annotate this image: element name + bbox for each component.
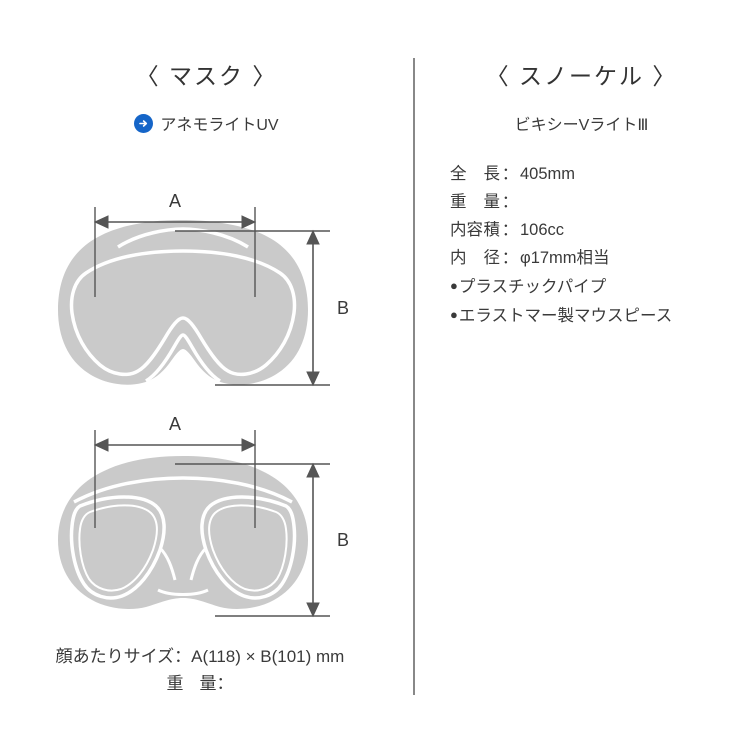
dimension-b-label-dual: B xyxy=(337,530,349,550)
spec-label-diameter-char-2: 径 xyxy=(483,249,501,267)
spec-label-length-char-1: 全 xyxy=(450,165,467,183)
spec-colon-diameter: ： xyxy=(501,249,519,267)
dimension-a-single xyxy=(93,207,257,297)
spec-row-diameter: 内 径 ： φ17mm相当 xyxy=(450,244,740,272)
face-size-label: 顔あたりサイズ xyxy=(55,647,175,666)
snorkel-model-name: ビキシーVライトⅢ xyxy=(514,117,649,134)
snorkel-spec-list: 全 長 ： 405mm 重 量 ： 内容 積 ： 106cc 内 xyxy=(450,160,740,330)
mask-silhouette-single xyxy=(58,220,308,385)
face-size-colon: ： xyxy=(174,647,192,666)
spec-label-weight-char-2: 量 xyxy=(483,193,501,211)
spec-label-volume-char-2: 積 xyxy=(483,221,501,239)
dimension-a-dual xyxy=(93,430,257,528)
spec-label-volume-char-1: 内容 xyxy=(450,221,483,239)
mask-weight-line: 重 量 ： xyxy=(0,670,400,697)
mask-weight-colon: ： xyxy=(216,674,234,693)
spec-label-weight-char-1: 重 xyxy=(450,193,467,211)
spec-value-length: 405mm xyxy=(520,165,576,183)
mask-section-title: 〈 マスク 〉 xyxy=(135,63,278,89)
mask-silhouette-dual xyxy=(58,456,308,609)
spec-row-length: 全 長 ： 405mm xyxy=(450,160,740,188)
arrow-right-circle-icon xyxy=(134,113,154,133)
dual-lens-mask-diagram: A B xyxy=(0,408,413,638)
spec-value-diameter: φ17mm相当 xyxy=(520,249,610,267)
dimension-b-dual xyxy=(175,462,330,618)
snorkel-section-title: 〈 スノーケル 〉 xyxy=(485,63,678,89)
spec-colon-volume: ： xyxy=(501,221,519,239)
feature-row-pipe: ●プラスチックパイプ xyxy=(450,272,740,301)
spec-colon-weight: ： xyxy=(501,193,519,211)
mask-model-row: アネモライトUV xyxy=(0,111,413,135)
face-size-value: A(118) × B(101) mm xyxy=(191,647,345,666)
dimension-a-label-single: A xyxy=(169,191,181,211)
face-size-line: 顔あたりサイズ：A(118) × B(101) mm xyxy=(0,643,400,670)
dimension-b-single xyxy=(175,229,330,387)
spec-label-diameter-char-1: 内 xyxy=(450,249,467,267)
spec-label-diameter: 内 径 xyxy=(450,244,500,272)
feature-text-mouthpiece: エラストマー製マウスピース xyxy=(458,307,673,325)
spec-label-volume: 内容 積 xyxy=(450,216,500,244)
single-lens-mask-diagram: A B xyxy=(0,185,413,405)
dimension-a-label-dual: A xyxy=(169,414,181,434)
spec-label-weight: 重 量 xyxy=(450,188,500,216)
spec-row-volume: 内容 積 ： 106cc xyxy=(450,216,740,244)
column-divider xyxy=(413,58,415,695)
spec-label-length-char-2: 長 xyxy=(483,165,501,183)
mask-caption: 顔あたりサイズ：A(118) × B(101) mm 重 量 ： xyxy=(0,643,400,697)
bullet-icon-pipe: ● xyxy=(450,278,458,293)
feature-row-mouthpiece: ●エラストマー製マウスピース xyxy=(450,301,740,330)
spec-row-weight: 重 量 ： xyxy=(450,188,740,216)
bullet-icon-mouthpiece: ● xyxy=(450,307,458,322)
spec-colon-length: ： xyxy=(501,165,519,183)
spec-label-length: 全 長 xyxy=(450,160,500,188)
mask-weight-label-char-2: 量 xyxy=(199,674,217,693)
feature-text-pipe: プラスチックパイプ xyxy=(458,278,607,296)
mask-weight-label-char-1: 重 xyxy=(166,674,184,693)
dimension-b-label-single: B xyxy=(337,298,349,318)
mask-weight-label: 重 量 xyxy=(167,670,217,697)
spec-value-volume: 106cc xyxy=(520,221,565,239)
mask-model-name: アネモライトUV xyxy=(160,117,279,134)
